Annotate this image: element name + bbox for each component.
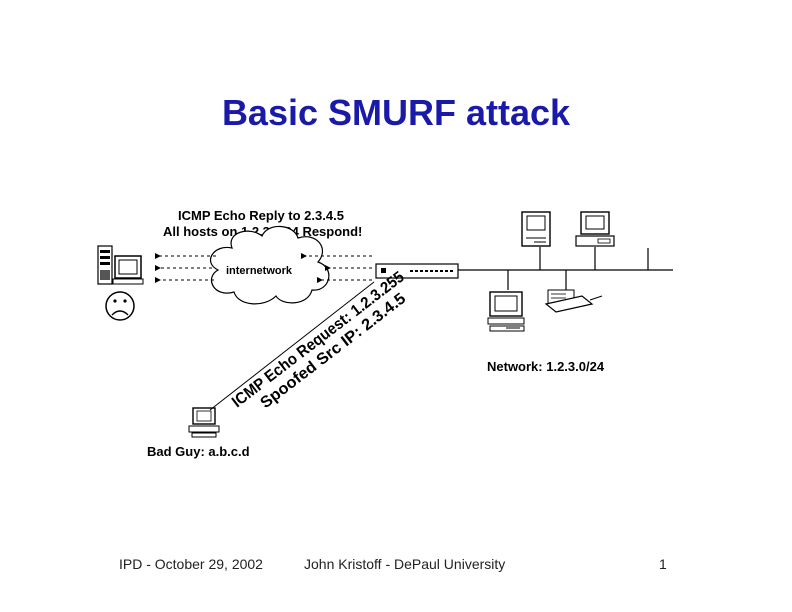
victim-computer-icon bbox=[97, 245, 144, 285]
host-computer-icon bbox=[487, 291, 525, 332]
attacker-computer-icon bbox=[188, 407, 220, 438]
internetwork-cloud bbox=[210, 225, 330, 305]
printer-icon bbox=[544, 289, 603, 313]
host-computer-icon bbox=[575, 211, 615, 247]
reply-label-line2: All hosts on 1.2.3.0/24 Respond! bbox=[163, 224, 363, 239]
reply-label-line1: ICMP Echo Reply to 2.3.4.5 bbox=[178, 208, 344, 223]
request-label-line2: Spoofed Src IP: 2.3.4.5 bbox=[257, 290, 409, 412]
attack-path-line bbox=[209, 281, 375, 411]
router-icon bbox=[375, 263, 459, 279]
page-number: 1 bbox=[659, 556, 667, 572]
footer-author: John Kristoff - DePaul University bbox=[304, 556, 506, 572]
slide-title: Basic SMURF attack bbox=[221, 92, 571, 133]
attacker-label: Bad Guy: a.b.c.d bbox=[147, 444, 250, 459]
sad-face-icon bbox=[105, 291, 135, 321]
footer-date: IPD - October 29, 2002 bbox=[119, 556, 263, 572]
cloud-label: internetwork bbox=[226, 265, 293, 277]
host-computer-icon bbox=[521, 211, 551, 247]
reply-arrows bbox=[155, 253, 372, 283]
network-label: Network: 1.2.3.0/24 bbox=[487, 359, 605, 374]
network-bus bbox=[458, 247, 673, 290]
